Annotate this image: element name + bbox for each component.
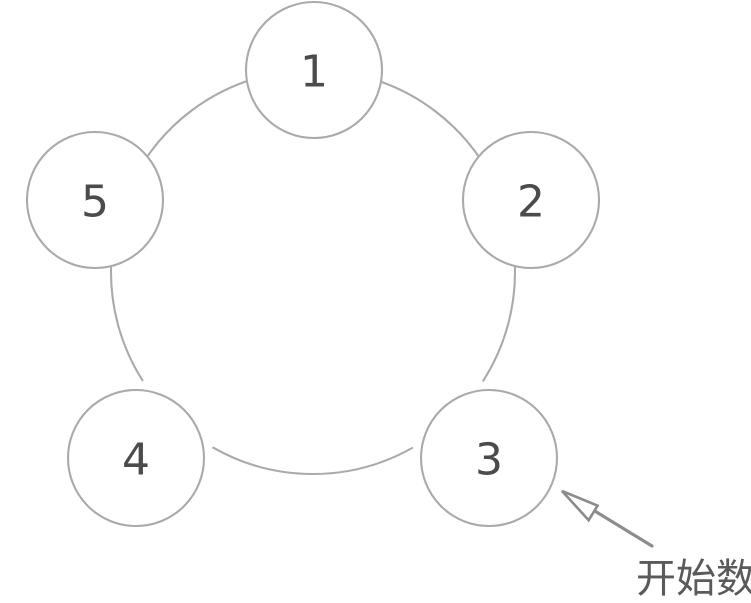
edge-5-to-1 <box>144 78 254 161</box>
node-2-label: 2 <box>517 177 545 228</box>
node-2[interactable]: 2 <box>461 130 601 270</box>
node-5-circle[interactable] <box>25 130 165 270</box>
node-5-label: 5 <box>81 177 109 228</box>
node-4[interactable]: 4 <box>66 388 206 528</box>
node-3-label: 3 <box>475 435 503 486</box>
ring-arc-group <box>109 78 517 476</box>
edge-3-to-4 <box>212 446 414 476</box>
node-2-circle[interactable] <box>461 130 601 270</box>
node-1-circle[interactable] <box>244 0 384 140</box>
edge-2-to-3 <box>482 261 517 382</box>
edge-4-to-5 <box>109 261 144 382</box>
node-4-label: 4 <box>122 435 150 486</box>
arrow-head-icon <box>561 489 600 523</box>
node-3-circle[interactable] <box>419 388 559 528</box>
node-3[interactable]: 3 <box>419 388 559 528</box>
node-4-circle[interactable] <box>66 388 206 528</box>
start-pointer-arrow <box>561 489 654 548</box>
node-5[interactable]: 5 <box>25 130 165 270</box>
edge-1-to-2 <box>374 78 482 161</box>
node-group: 1 2 3 4 5 <box>25 0 601 528</box>
arrow-shaft <box>587 506 654 548</box>
start-count-annotation-label: 开始数 <box>636 556 751 602</box>
node-1[interactable]: 1 <box>244 0 384 140</box>
node-1-label: 1 <box>300 47 328 98</box>
